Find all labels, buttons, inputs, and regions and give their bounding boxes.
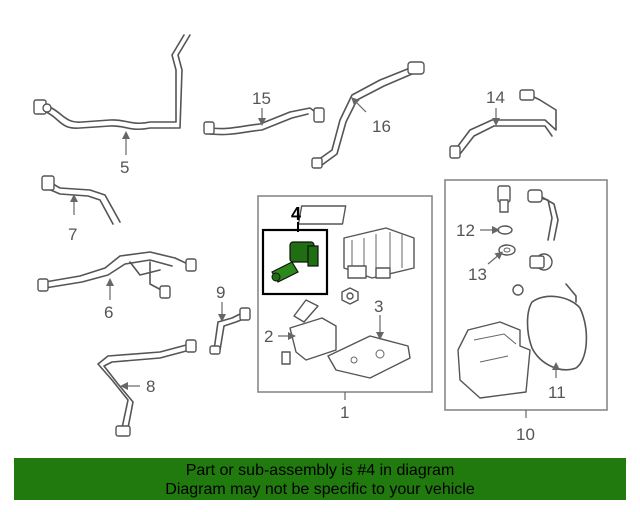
svg-text:1: 1 [340, 403, 349, 422]
callout-2: 2 [264, 327, 296, 346]
callout-5: 5 [120, 131, 130, 177]
callout-16: 16 [351, 97, 391, 136]
part-12-grommet[interactable] [497, 225, 513, 235]
part-3-bracket[interactable] [327, 335, 411, 379]
callout-13: 13 [468, 251, 504, 284]
svg-text:12: 12 [456, 221, 475, 240]
part-1-canister[interactable] [297, 205, 415, 279]
part-10-tank-shield[interactable] [457, 321, 531, 399]
svg-text:5: 5 [120, 158, 129, 177]
part-10-valves[interactable] [497, 185, 559, 296]
callout-12: 12 [456, 221, 500, 240]
svg-text:16: 16 [372, 117, 391, 136]
callout-4: 4 [291, 204, 301, 232]
part-11-gasket[interactable] [526, 283, 588, 371]
svg-text:4: 4 [291, 204, 301, 224]
info-banner: Part or sub-assembly is #4 in diagram Di… [14, 458, 626, 500]
svg-text:15: 15 [252, 89, 271, 108]
part-2-bracket[interactable] [281, 299, 337, 365]
callout-10: 10 [516, 410, 535, 444]
svg-text:10: 10 [516, 425, 535, 444]
callout-11: 11 [548, 362, 566, 402]
svg-text:8: 8 [146, 377, 155, 396]
part-8-hose[interactable] [97, 339, 197, 437]
svg-text:13: 13 [468, 265, 487, 284]
svg-text:7: 7 [68, 225, 77, 244]
nut-icon [341, 287, 359, 305]
part-4-vent-solenoid[interactable] [261, 228, 329, 296]
part-5-hose[interactable] [33, 34, 191, 131]
callout-8: 8 [120, 377, 155, 396]
callout-1: 1 [340, 392, 349, 422]
part-15-hose[interactable] [203, 107, 325, 136]
svg-text:9: 9 [216, 283, 225, 302]
part-13-seal[interactable] [498, 244, 516, 256]
part-9-hose[interactable] [209, 307, 251, 355]
svg-text:14: 14 [486, 88, 505, 107]
svg-text:11: 11 [548, 383, 566, 402]
part-6-harness[interactable] [37, 251, 197, 299]
svg-text:2: 2 [264, 327, 273, 346]
svg-text:6: 6 [104, 303, 113, 322]
callout-3: 3 [374, 297, 384, 340]
part-7-hose[interactable] [41, 175, 121, 225]
callout-7: 7 [68, 194, 78, 244]
callout-15: 15 [252, 89, 271, 126]
part-16-hose[interactable] [311, 61, 425, 169]
callout-6: 6 [104, 278, 114, 322]
callout-14: 14 [486, 88, 505, 126]
banner-line-2: Diagram may not be specific to your vehi… [165, 481, 475, 498]
svg-text:3: 3 [374, 297, 383, 316]
callout-9: 9 [216, 283, 226, 322]
banner-line-1: Part or sub-assembly is #4 in diagram [185, 462, 455, 479]
part-14-hose[interactable] [449, 89, 557, 159]
